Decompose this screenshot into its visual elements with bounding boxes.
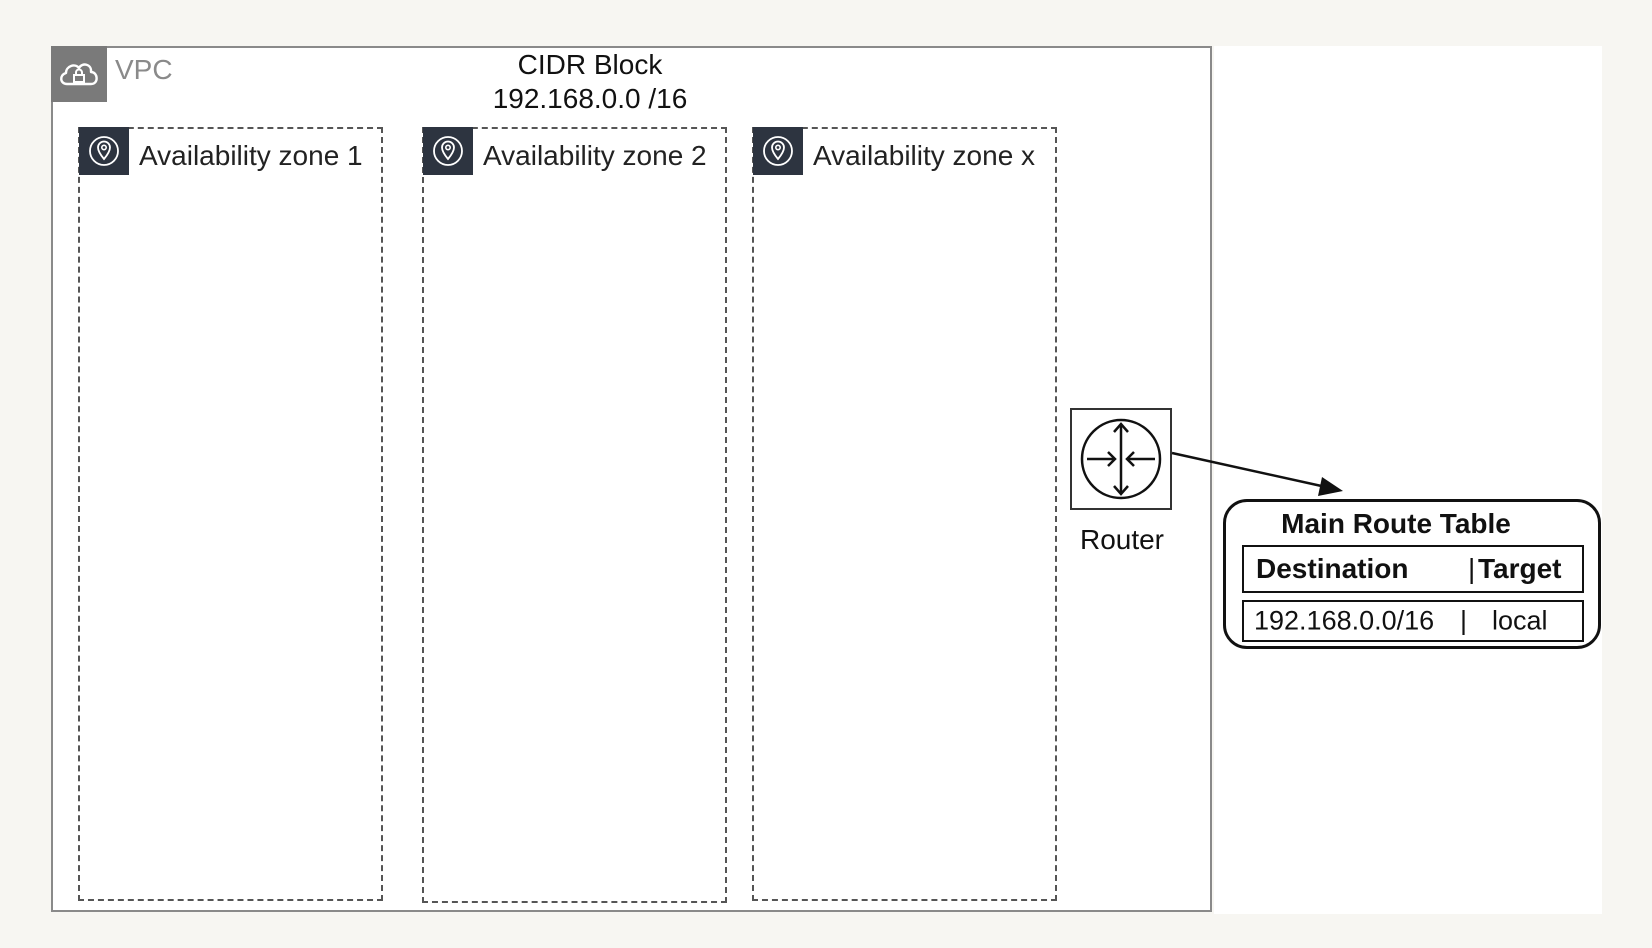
availability-zone-x-badge (753, 127, 803, 175)
cidr-block-title: CIDR Block (517, 49, 663, 80)
availability-zone-2-label: Availability zone 2 (483, 140, 707, 171)
location-pin-icon (433, 136, 463, 166)
vpc-container (51, 46, 1212, 912)
route-table-header-destination: Destination (1256, 553, 1409, 584)
availability-zone-1-box (78, 127, 383, 901)
background-panel (1214, 46, 1602, 914)
route-table-title: Main Route Table (1281, 508, 1511, 539)
availability-zone-1-label: Availability zone 1 (139, 140, 363, 171)
location-pin-icon (89, 136, 119, 166)
location-pin-icon (763, 136, 793, 166)
availability-zone-x-box (752, 127, 1057, 901)
route-table-header: Destination | Target (1242, 545, 1584, 593)
route-table-cell-destination: 192.168.0.0/16 (1254, 605, 1435, 636)
router-node (1070, 408, 1172, 510)
route-table-header-target: Target (1478, 553, 1562, 584)
vpc-badge (51, 46, 107, 102)
column-separator: | (1468, 553, 1476, 584)
route-table-row: 192.168.0.0/16 | local (1242, 600, 1584, 642)
cloud-lock-icon (60, 63, 98, 86)
availability-zone-x-label: Availability zone x (813, 140, 1036, 171)
availability-zone-2-box (422, 127, 727, 903)
column-separator: | (1460, 605, 1468, 636)
vpc-label: VPC (115, 54, 173, 85)
main-route-table: Main Route Table Destination | Target 19… (1223, 499, 1601, 649)
availability-zone-2-badge (423, 127, 473, 175)
router-label: Router (1079, 524, 1165, 555)
cidr-block: CIDR Block 192.168.0.0 /16 (440, 48, 740, 116)
cidr-block-value: 192.168.0.0 /16 (492, 83, 688, 114)
router-icon (1080, 418, 1162, 500)
availability-zone-1-badge (79, 127, 129, 175)
route-table-cell-target: local (1492, 605, 1548, 636)
